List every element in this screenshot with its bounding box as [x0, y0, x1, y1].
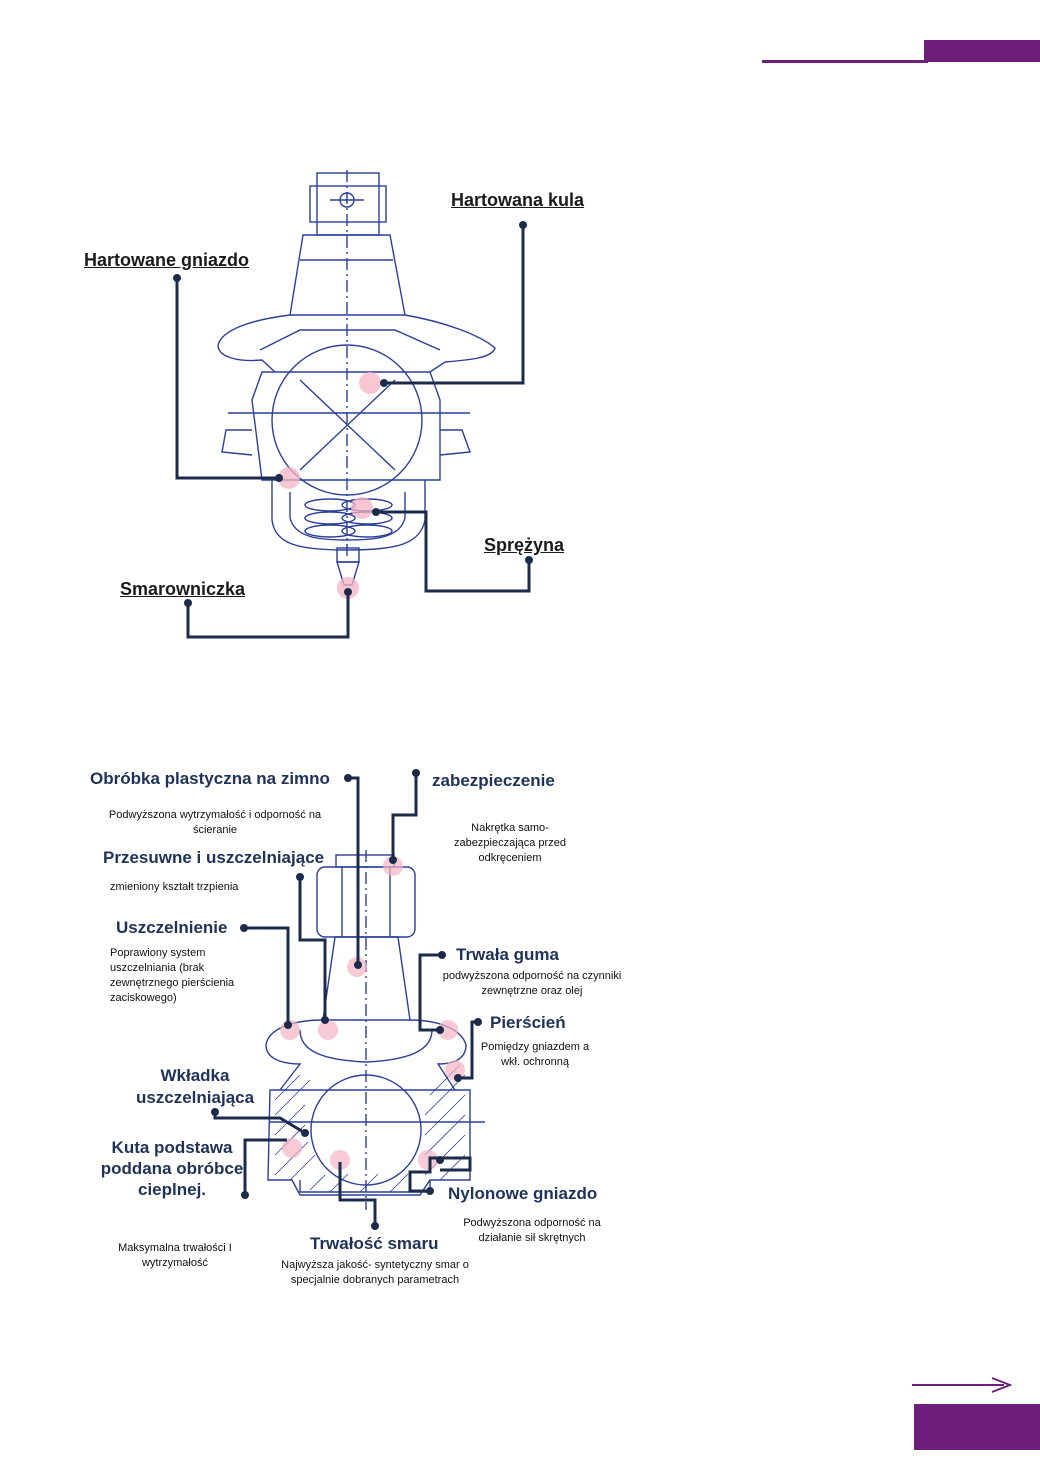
top-ball-joint-drawing: [173, 170, 533, 639]
note-seal: Poprawiony system uszczelniania (brak ze…: [110, 947, 235, 1004]
note-nylon-socket: Podwyższona odporność na działanie sił s…: [463, 1217, 601, 1244]
note-forged-base: Maksymalna trwałości I wytrzymałość: [118, 1242, 232, 1269]
label-hardened-ball: Hartowana kula: [451, 190, 585, 210]
label-ring: Pierścień: [490, 1013, 566, 1032]
label-securing: zabezpieczenie: [432, 771, 555, 790]
footer-accent-block: [914, 1404, 1040, 1450]
label-sealing-insert: Wkładka uszczelniająca: [135, 1066, 255, 1107]
header-accent-block: [924, 40, 1040, 62]
note-sliding-sealing: zmieniony kształt trzpienia: [110, 881, 239, 893]
label-hardened-socket: Hartowane gniazdo: [84, 250, 250, 270]
label-nylon-socket: Nylonowe gniazdo: [448, 1184, 598, 1203]
note-durable-rubber: podwyższona odporność na czynniki zewnęt…: [442, 970, 622, 997]
label-grease-life: Trwałość smaru: [310, 1234, 439, 1253]
label-cold-forming: Obróbka plastyczna na zimno: [90, 769, 330, 788]
label-forged-base: Kuta podstawa poddana obróbce cieplnej.: [100, 1138, 244, 1199]
note-securing: Nakrętka samo-zabezpieczająca przed odkr…: [454, 822, 566, 864]
note-grease-life: Najwyższa jakość- syntetyczny smar o spe…: [281, 1259, 469, 1286]
label-durable-rubber: Trwała guma: [456, 945, 559, 964]
label-sliding-sealing: Przesuwne i uszczelniające: [103, 848, 325, 867]
label-grease-nipple: Smarowniczka: [120, 579, 246, 599]
note-ring: Pomiędzy gniazdem a wkł. ochronną: [480, 1041, 590, 1068]
label-spring: Sprężyna: [484, 535, 565, 555]
header-accent-line: [762, 60, 928, 63]
label-seal: Uszczelnienie: [116, 918, 228, 937]
arrow-right-icon[interactable]: [912, 1376, 1012, 1394]
note-cold-forming: Podwyższona wytrzymałość i odporność na …: [108, 809, 322, 836]
